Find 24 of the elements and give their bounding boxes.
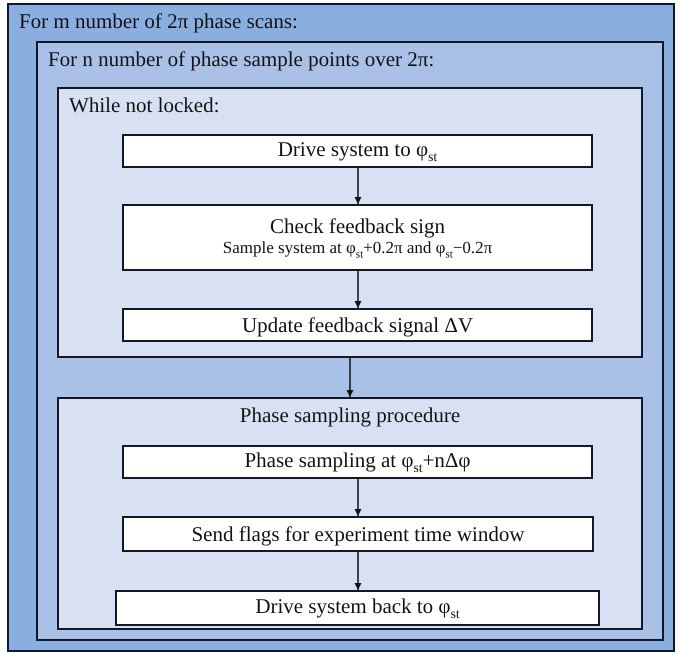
- step-label: Send flags for experiment time window: [191, 522, 524, 546]
- step-label: Drive system to φ$_{st}$: [278, 137, 438, 165]
- arrow: [346, 358, 354, 397]
- step-label: Drive system back to φ$_{st}$: [255, 594, 460, 622]
- process-box: [115, 590, 600, 626]
- loop-heading: Phase sampling procedure: [240, 403, 460, 427]
- arrow: [354, 271, 362, 308]
- loop-frame: [57, 87, 643, 358]
- step-label: Update feedback signal ΔV: [242, 312, 473, 338]
- step-label: Phase sampling at φ$_{st}$+nΔφ: [244, 448, 471, 476]
- loop-heading: For m number of 2π phase scans:: [19, 9, 298, 33]
- step-label: Check feedback sign: [270, 214, 445, 238]
- process-box: [122, 516, 594, 552]
- arrow: [354, 168, 362, 204]
- loop-frame: [57, 397, 643, 630]
- process-box: [122, 308, 593, 342]
- process-box: [122, 134, 593, 168]
- arrow: [354, 479, 362, 516]
- arrow: [354, 552, 362, 590]
- step-detail: Sample system at φ$_{st}$+0.2π and φ$_{st}$−0.2π: [222, 238, 492, 262]
- loop-heading: While not locked:: [69, 93, 220, 117]
- loop-heading: For n number of phase sample points over 2π:: [48, 47, 434, 71]
- process-box: [122, 445, 593, 479]
- process-box: [122, 204, 593, 271]
